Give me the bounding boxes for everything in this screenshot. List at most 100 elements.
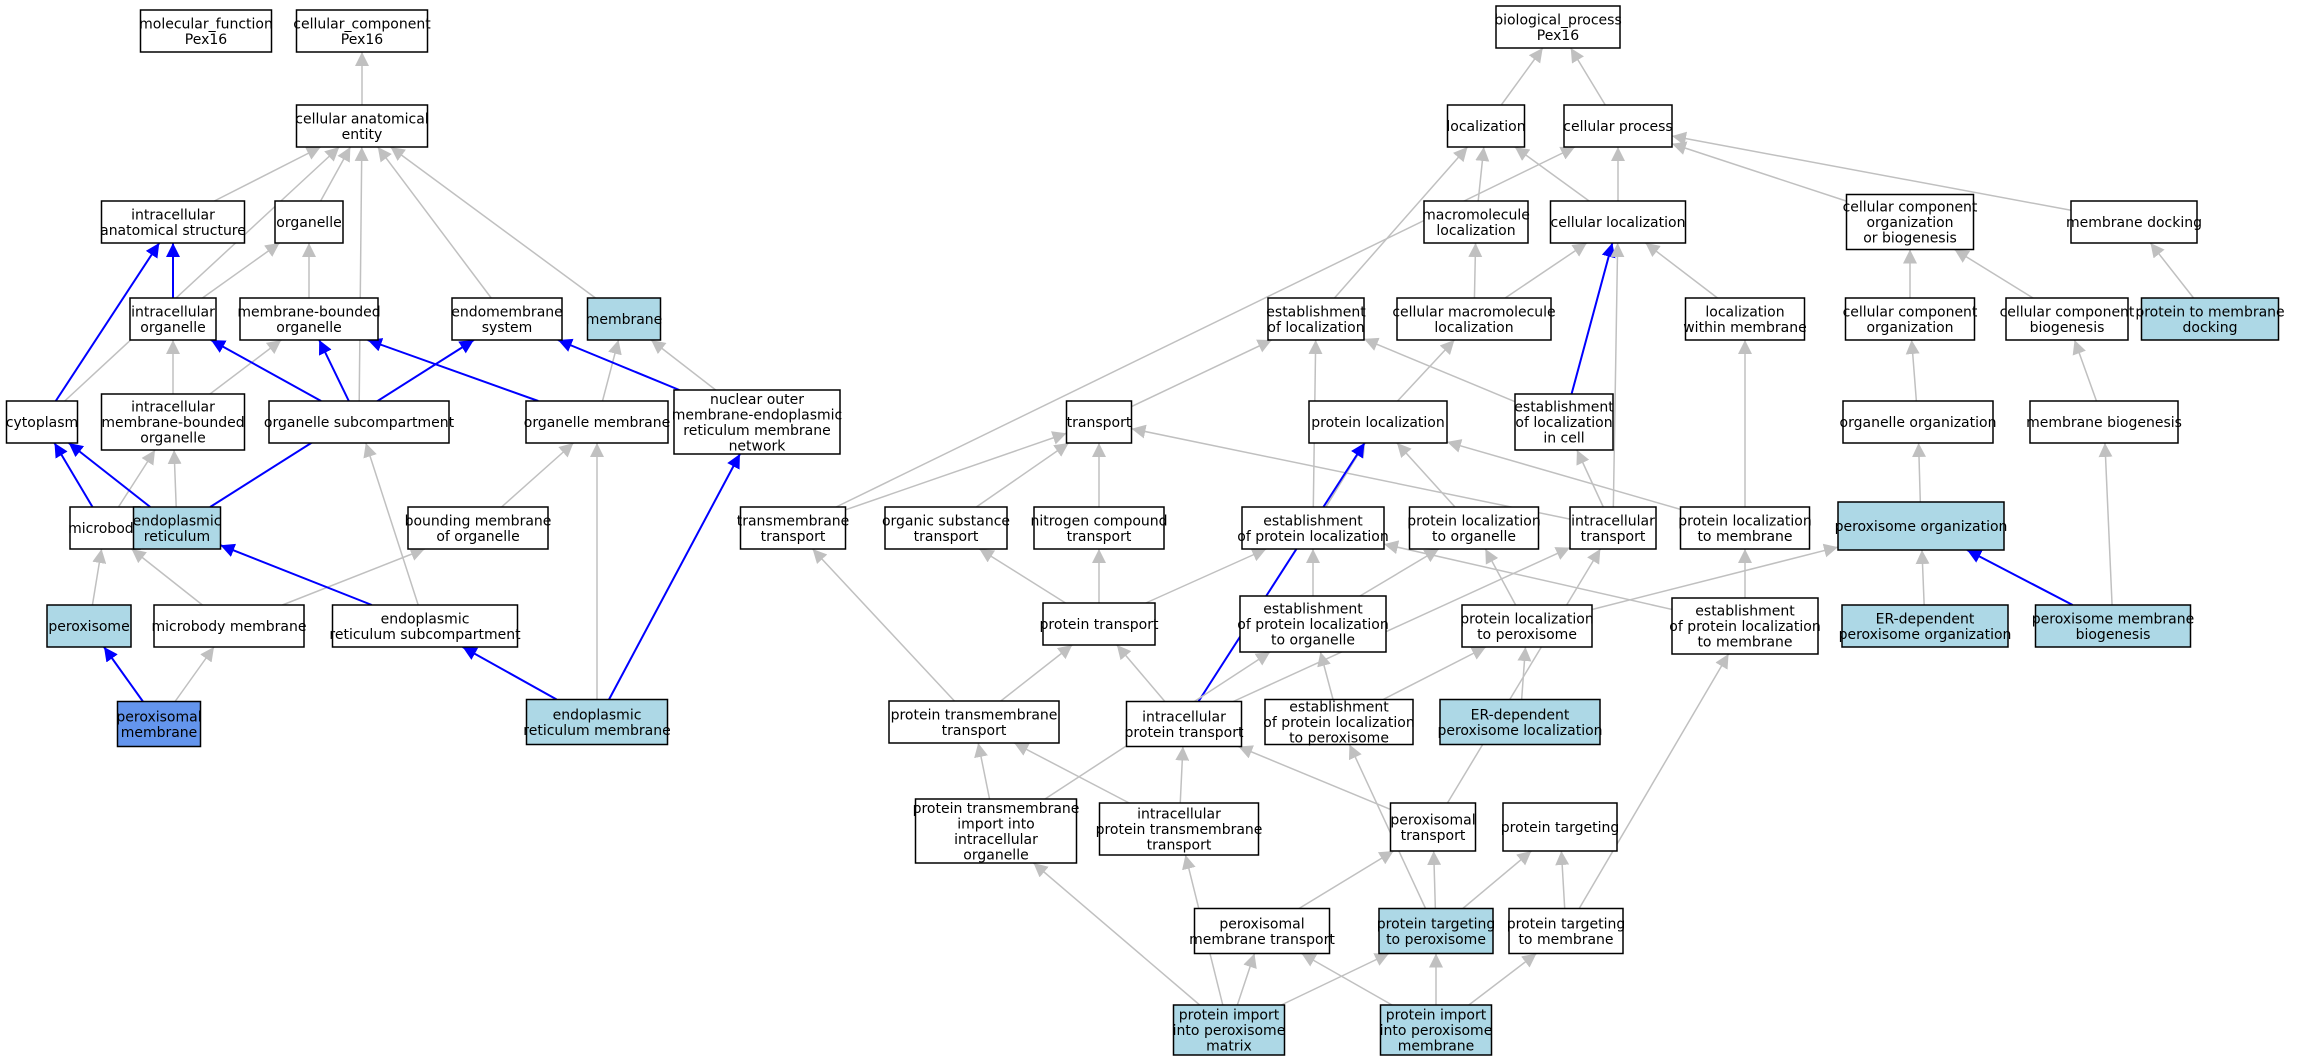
term-node-loc[interactable]: localization	[1446, 104, 1526, 148]
term-label: protein import	[1179, 1008, 1280, 1024]
edge-ptmem-to-ptarg	[1555, 850, 1570, 909]
term-label: intracellular	[954, 832, 1038, 848]
term-node-mbmem[interactable]: microbody membrane	[152, 604, 307, 648]
edge-plorg-to-protloc	[1396, 442, 1456, 508]
term-node-cytoplasm[interactable]: cytoplasm	[5, 400, 79, 444]
edge-ptmem-to-estmem	[1578, 653, 1730, 909]
term-label: biogenesis	[2076, 627, 2151, 643]
term-node-pt[interactable]: protein transport	[1040, 602, 1159, 646]
term-box	[1033, 506, 1165, 550]
term-label: establishment	[1695, 604, 1795, 620]
term-label: reticulum	[144, 529, 210, 545]
term-node-protloc[interactable]: protein localization	[1308, 400, 1448, 444]
term-label: ER-dependent	[1876, 611, 1975, 627]
term-box	[1844, 297, 1976, 341]
edge-ipt-to-protloc	[1197, 442, 1366, 703]
edge-ptii-to-ptt	[974, 742, 991, 800]
term-node-orgorg[interactable]: organelle organization	[1840, 400, 1997, 444]
term-label: endoplasmic	[553, 707, 642, 723]
term-node-nuc[interactable]: nuclear outermembrane-endoplasmicreticul…	[672, 389, 842, 455]
term-node-microbody[interactable]: microbody	[68, 506, 142, 550]
term-node-perorg[interactable]: peroxisome organization	[1835, 501, 2008, 551]
term-node-osub[interactable]: organelle subcompartment	[264, 400, 455, 444]
term-box	[1679, 506, 1811, 550]
edge-ptrans-to-ict	[1446, 548, 1602, 804]
edge-ptt-to-pt	[1000, 644, 1073, 702]
edge-ersub-to-osub	[363, 442, 419, 606]
term-box	[1408, 506, 1540, 550]
term-box	[139, 9, 273, 53]
term-node-membrane[interactable]: membrane	[586, 297, 663, 341]
term-label: organelle organization	[1840, 415, 1997, 431]
term-label: membrane	[1398, 1039, 1475, 1055]
term-label: transport	[1147, 838, 1212, 854]
term-node-transport[interactable]: transport	[1065, 400, 1133, 444]
term-label: Pex16	[1537, 28, 1580, 44]
term-node-cp[interactable]: cellular process	[1563, 104, 1673, 148]
term-node-ptarg[interactable]: protein targeting	[1501, 802, 1619, 852]
term-label: biogenesis	[2030, 320, 2105, 336]
term-box	[1308, 400, 1448, 444]
term-label: intracellular	[1142, 709, 1226, 725]
term-node-membio[interactable]: membrane biogenesis	[2026, 400, 2182, 444]
term-label: peroxisome membrane	[2032, 611, 2194, 627]
term-label: peroxisome	[48, 619, 129, 635]
term-box	[1569, 506, 1657, 550]
term-node-cellloc[interactable]: cellular localization	[1549, 200, 1687, 244]
term-node-perox[interactable]: peroxisome	[46, 604, 132, 648]
term-label: cellular process	[1563, 119, 1672, 135]
term-node-organelle[interactable]: organelle	[274, 200, 344, 244]
edge-osub-to-cae	[354, 146, 369, 402]
term-node-omem[interactable]: organelle membrane	[524, 400, 670, 444]
term-node-mdock[interactable]: membrane docking	[2066, 200, 2202, 244]
term-label: or biogenesis	[1863, 231, 1957, 247]
